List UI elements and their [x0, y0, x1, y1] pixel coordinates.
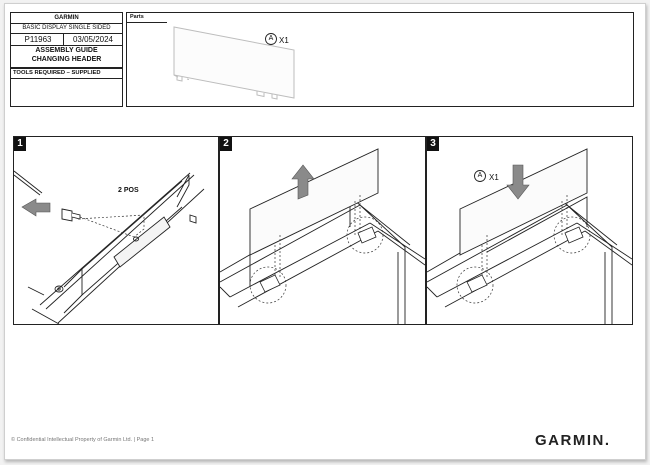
parts-label: Parts	[130, 14, 144, 20]
instruction-page: GARMIN BASIC DISPLAY SINGLE SIDED P11963…	[4, 3, 646, 460]
brand-label: GARMIN	[54, 15, 79, 21]
guide-subtitle: CHANGING HEADER	[31, 56, 102, 63]
divider	[11, 45, 122, 46]
step-2-panel: 2	[219, 136, 426, 325]
tools-box: TOOLS REQUIRED – SUPPLIED	[10, 68, 123, 107]
step-3-part-letter: A	[477, 172, 483, 179]
title-block: GARMIN BASIC DISPLAY SINGLE SIDED P11963…	[10, 12, 123, 68]
step-2-illustration	[220, 148, 425, 324]
part-qty: X1	[279, 36, 289, 45]
step-3-illustration	[427, 148, 632, 324]
step-1-illustration	[14, 170, 205, 324]
step-1-callout: 2 POS	[118, 187, 139, 194]
divider	[11, 78, 122, 79]
step-3-panel: 3 A X1	[426, 136, 633, 325]
step-1-panel: 1 2 POS	[13, 136, 219, 325]
parts-box: Parts A X1	[126, 12, 634, 107]
divider	[63, 34, 64, 45]
product-name: BASIC DISPLAY SINGLE SIDED	[22, 25, 111, 31]
step-2-number: 2	[220, 137, 232, 151]
step-1-number: 1	[14, 137, 26, 151]
part-number: P11963	[24, 35, 52, 44]
divider	[127, 22, 167, 23]
divider	[11, 33, 122, 34]
step-3-number: 3	[427, 137, 439, 151]
guide-title: ASSEMBLY GUIDE	[35, 47, 98, 54]
footer-copyright: © Confidential Intellectual Property of …	[11, 437, 155, 443]
doc-date: 03/05/2024	[72, 35, 114, 44]
tools-label: TOOLS REQUIRED – SUPPLIED	[13, 70, 101, 76]
part-a-illustration	[173, 26, 295, 100]
garmin-logo: GARMIN.	[535, 432, 611, 449]
divider	[11, 23, 122, 24]
part-letter: A	[268, 35, 274, 42]
step-3-part-qty: X1	[489, 173, 499, 182]
